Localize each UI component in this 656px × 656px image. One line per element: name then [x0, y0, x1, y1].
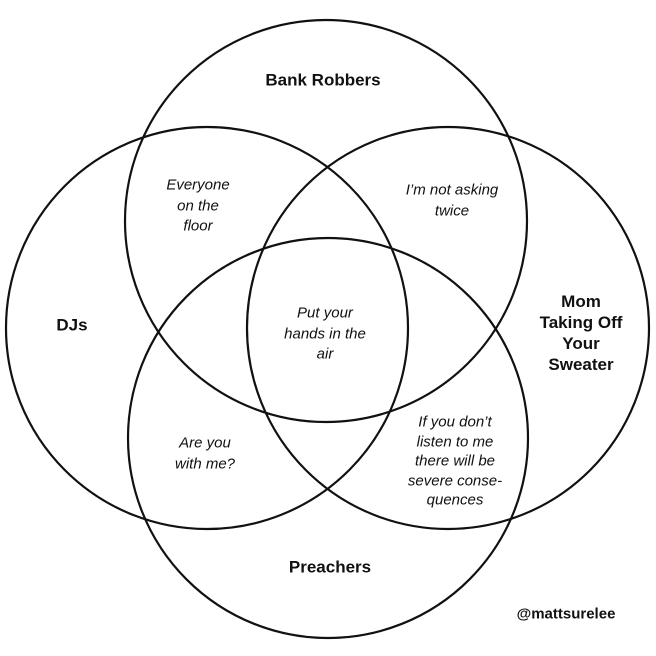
text-line: quences	[426, 491, 484, 509]
text-line: twice	[434, 202, 470, 219]
text-line: listen to me	[416, 432, 494, 450]
text-line: there will be	[414, 452, 496, 470]
label-line: Mom	[561, 292, 601, 311]
overlap-djs-bank-robbers: Everyone on the floor	[166, 175, 229, 237]
author-credit: @mattsurelee	[516, 605, 616, 623]
text-line: Are you	[179, 434, 231, 452]
overlap-mom-preachers: If you don’t listen to me there will be …	[408, 412, 502, 510]
text-line: with me?	[174, 455, 236, 472]
circle-preachers	[126, 236, 530, 640]
text-line: hands in the	[284, 324, 366, 342]
text-line: severe conse-	[407, 471, 503, 489]
text-line: on the	[177, 196, 219, 214]
label-bank-robbers: Bank Robbers	[265, 70, 381, 90]
overlap-bank-robbers-mom: I’m not asking twice	[406, 181, 499, 222]
text-line: Put your	[297, 304, 353, 322]
text-line: I’m not asking	[405, 181, 499, 199]
text-line: If you don’t	[418, 413, 492, 431]
circle-bank-robbers	[123, 18, 529, 424]
circle-mom	[245, 125, 651, 531]
text-line: air	[316, 345, 334, 363]
text-line: floor	[183, 217, 213, 235]
text-line: Everyone	[166, 176, 230, 194]
label-mom: Mom Taking Off Your Sweater	[540, 291, 623, 375]
label-line: Your	[562, 334, 600, 353]
label-preachers: Preachers	[288, 557, 372, 577]
label-line: Sweater	[548, 355, 614, 374]
label-djs: DJs	[56, 315, 88, 335]
overlap-djs-preachers: Are you with me?	[175, 434, 235, 475]
label-line: Taking Off	[539, 313, 623, 332]
circle-djs	[4, 125, 410, 531]
overlap-all: Put your hands in the air	[284, 303, 366, 365]
